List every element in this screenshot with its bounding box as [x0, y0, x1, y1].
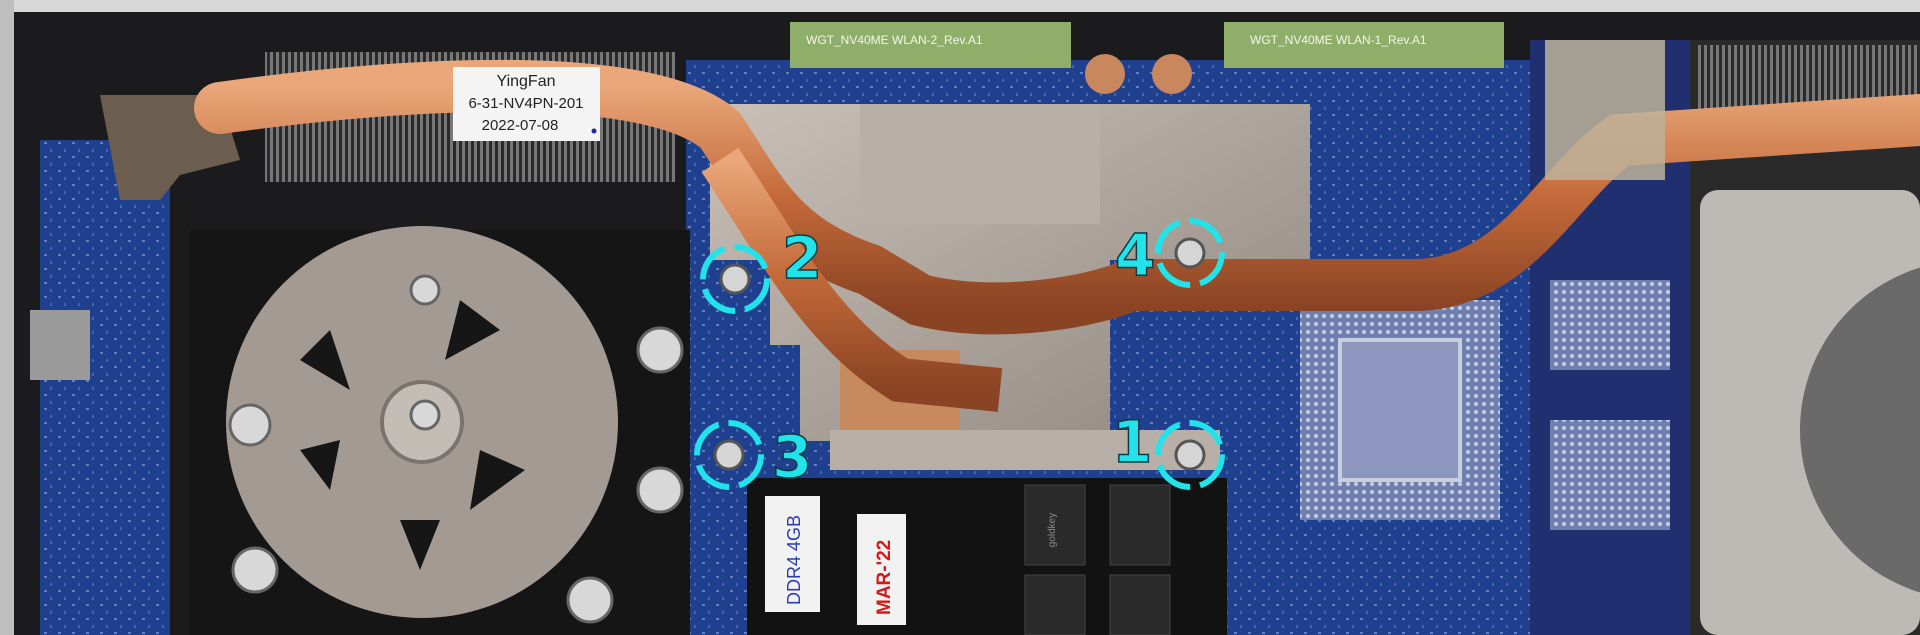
label-part: 6-31-NV4PN-201 — [468, 95, 583, 112]
marker-number-3: 3 — [772, 423, 812, 491]
right-fan — [1800, 267, 1920, 593]
io-board — [40, 140, 170, 635]
heatpipe-secondary — [701, 147, 1003, 412]
label-brand: YingFan — [497, 73, 556, 90]
antenna-label-2: WGT_NV40ME WLAN-2_Rev.A1 — [806, 33, 983, 47]
dc-jack — [30, 310, 90, 380]
ram-sticker — [765, 496, 820, 612]
heatsink-label: YingFan 6-31-NV4PN-201 2022-07-08 — [453, 67, 600, 141]
marker-number-1: 1 — [1112, 408, 1152, 476]
ram-date-text: MAR-'22 — [874, 540, 895, 615]
heatsink-frame — [830, 430, 1220, 470]
ram-sticker-text: DDR4 4GB — [784, 515, 804, 605]
screw-marker-2: 2 — [700, 223, 823, 314]
marker-number-2: 2 — [782, 224, 822, 292]
ram-date-sticker — [857, 514, 906, 625]
screw-marker-3: 3 — [694, 420, 813, 492]
label-date: 2022-07-08 — [482, 117, 559, 134]
screw-marker-4: 4 — [1114, 218, 1225, 290]
marker-number-4: 4 — [1115, 221, 1155, 289]
antenna-wlan-2 — [790, 22, 1071, 68]
antenna-wlan-1 — [1224, 22, 1504, 68]
antenna-label-1: WGT_NV40ME WLAN-1_Rev.A1 — [1250, 33, 1427, 47]
screw-marker-1: 1 — [1111, 407, 1225, 490]
ram-chip-brand: goldkey — [1047, 513, 1058, 547]
tape — [1545, 40, 1665, 180]
